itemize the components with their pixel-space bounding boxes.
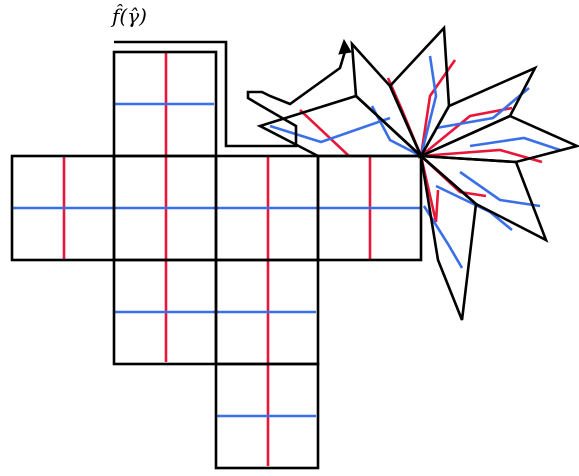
rhombus-7 [419,152,478,321]
red-curve-star-4 [420,106,513,158]
blue-curve-star-4 [435,87,530,130]
red-curve-star-7 [419,155,440,223]
blue-curve-star-6 [459,170,541,208]
rhombus-6 [417,154,549,243]
blue-curve-star-1 [269,116,391,144]
path-f-gamma [114,38,352,148]
blue-curve-star-5 [469,136,561,152]
blue-curves [12,55,561,418]
red-curve-star-6 [420,155,487,198]
square-tiles [10,50,423,470]
path-curve [114,40,348,148]
path-arrowhead [338,38,352,55]
path-label: f̂(γ̂) [112,4,147,28]
rhombus-2 [350,40,423,157]
star-rhombi [256,24,579,321]
red-curve-star-1 [299,109,350,157]
tile-bottom [214,362,320,470]
blue-curve-star-3 [419,55,438,157]
